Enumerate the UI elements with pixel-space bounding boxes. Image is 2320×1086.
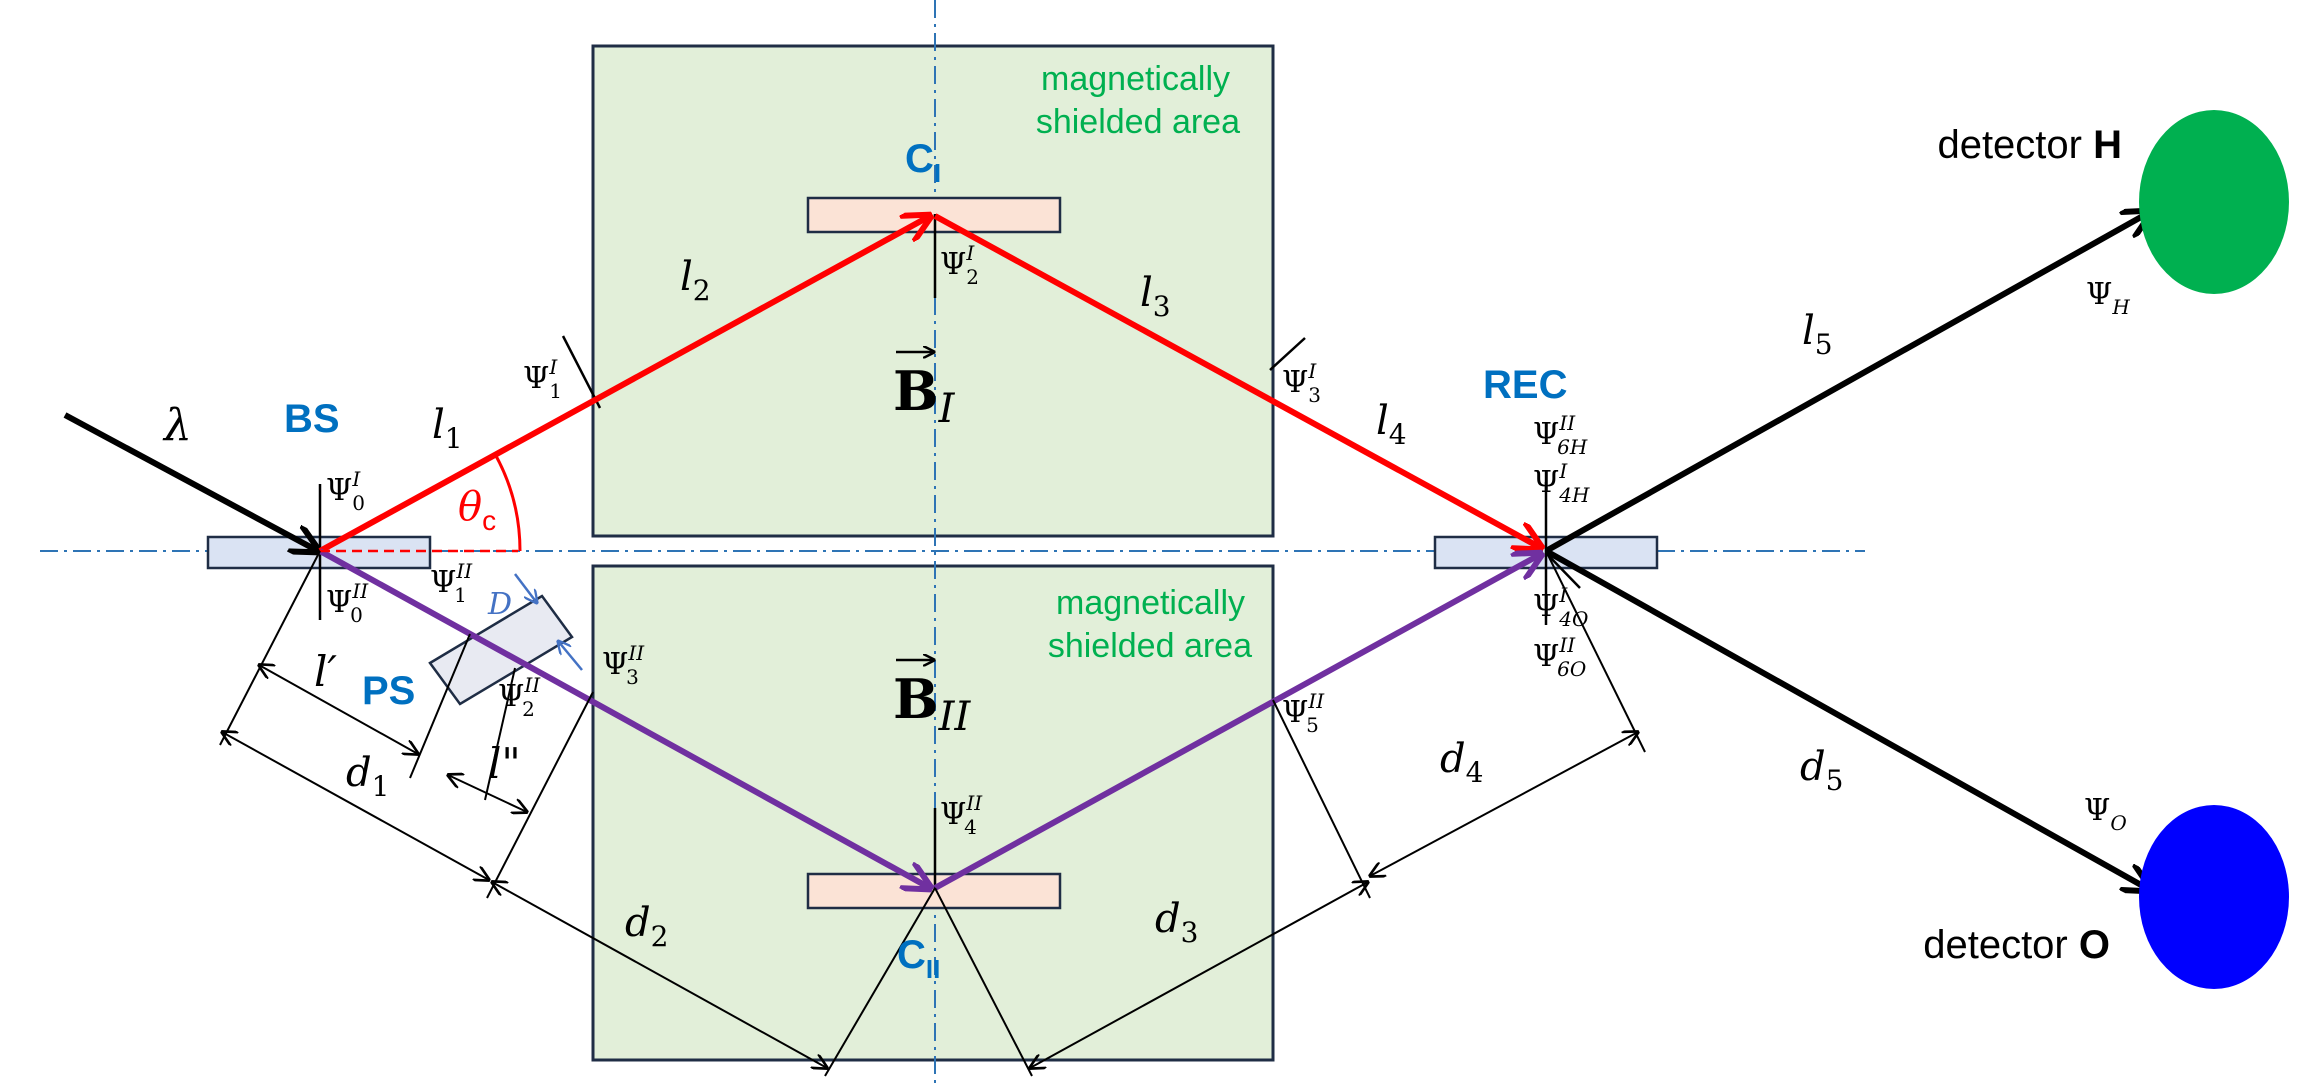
label-d5: d5 <box>1800 744 1843 797</box>
label-field-b1: BI <box>893 359 956 432</box>
label-ps: PS <box>362 669 415 713</box>
label-D: D <box>487 587 512 622</box>
psi-H: ΨH <box>2086 277 2130 319</box>
shield-top-line2: shielded area <box>1036 103 1240 141</box>
beam-lower-out <box>933 554 1541 891</box>
ext-shield-right <box>1272 699 1371 899</box>
dim-d4 <box>1370 732 1638 876</box>
ext-shield-left <box>486 691 594 899</box>
shield-bottom-line1: magnetically <box>1056 584 1245 622</box>
label-l2: l2 <box>680 254 711 307</box>
label-detector-o: detector O <box>1923 923 2110 967</box>
label-theta-c: θc <box>458 484 496 536</box>
angle-arc <box>493 453 522 552</box>
label-l4: l4 <box>1376 398 1407 451</box>
ext-rec <box>1545 550 1646 753</box>
shield-bottom-line2: shielded area <box>1048 627 1252 665</box>
d-arrow-bottom <box>558 641 583 671</box>
ext-c2-left <box>824 887 936 1077</box>
label-detector-h: detector H <box>1937 123 2122 167</box>
label-lprime: l′ <box>314 647 337 696</box>
psi3-tick <box>1269 337 1306 371</box>
label-c2: CII <box>897 933 940 984</box>
dim-d1 <box>222 732 489 880</box>
beam-to-detector-h <box>1544 212 2150 554</box>
detector-o <box>2139 805 2289 989</box>
beam-to-detector-o <box>1544 548 2150 890</box>
label-bs: BS <box>284 397 340 441</box>
label-c1: CI <box>905 137 941 188</box>
label-d4: d4 <box>1440 736 1483 789</box>
beam-l1-l2 <box>318 216 930 554</box>
psi-O: ΨO <box>2084 793 2127 835</box>
incoming-beam <box>63 412 318 551</box>
beam-l3-l4 <box>933 213 1541 548</box>
label-l3: l3 <box>1140 270 1171 323</box>
label-rec: REC <box>1483 363 1567 407</box>
ext-bs <box>219 550 321 746</box>
psi1-tick <box>561 335 602 409</box>
d-arrow-top <box>514 573 537 603</box>
label-d3: d3 <box>1155 896 1198 949</box>
label-d1: d1 <box>346 750 389 803</box>
shield-top-line1: magnetically <box>1041 60 1230 98</box>
dim-d2 <box>492 882 827 1068</box>
rec-lower-tick <box>1545 552 1581 589</box>
detector-h <box>2139 110 2289 294</box>
ext-c2-right <box>934 887 1033 1077</box>
shielded-area-top <box>591 44 1275 538</box>
label-l5: l5 <box>1802 308 1833 361</box>
label-lambda: λ <box>162 400 192 451</box>
label-ldouble: l" <box>488 739 521 788</box>
label-l1: l1 <box>432 402 463 455</box>
label-field-b2: BII <box>893 667 971 740</box>
dim-d3 <box>1030 882 1368 1068</box>
label-d2: d2 <box>625 900 668 953</box>
beam-lower-in <box>318 548 930 888</box>
